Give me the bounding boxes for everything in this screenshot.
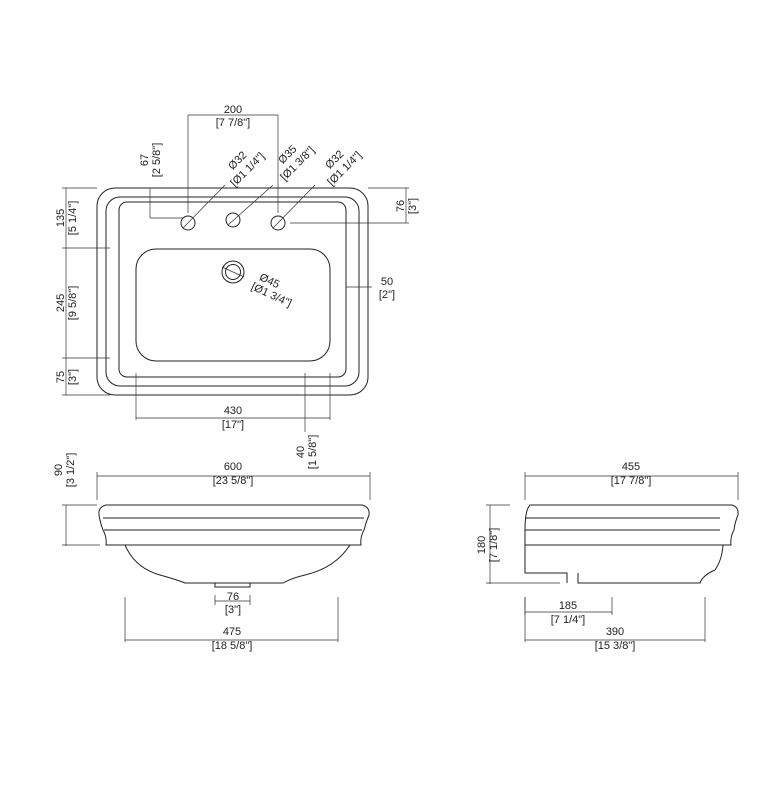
front-rim [98,504,370,546]
dim-hole-center: Ø35 [Ø1 3/8"] [276,143,317,183]
dim-front-bowl: 475 [18 5/8"] [124,597,339,652]
dim-bowl-width: 430 [17"] [135,373,331,431]
front-view: 600 [23 5/8"] 90 [3 1/2"] 76 [3"] 475 [1… [53,453,371,652]
dim-text: 200 [224,104,242,116]
dim-text: 245 [55,294,67,312]
dim-text: 75 [55,371,67,383]
dim-text: 67 [139,154,151,166]
dim-text: 76 [227,591,239,603]
dim-waste: 76 [3"] [214,591,251,616]
dim-text: [7 1/4"] [551,614,585,626]
dim-text: 600 [224,461,242,473]
hole-leaders [182,184,316,229]
dim-text: 185 [559,600,577,612]
dim-side-height: 180 [7 1/8"] [476,504,560,584]
dim-text: 40 [295,446,307,458]
front-bowl [124,544,351,584]
side-bowl [524,544,724,584]
dim-waste-offset: 185 [7 1/4"] [524,597,613,626]
dim-text: [2"] [379,289,395,301]
dim-text: [17 7/8"] [611,475,652,487]
dim-front-width: 600 [23 5/8"] [96,461,371,500]
dim-text: [2 5/8"] [151,143,163,177]
front-waste [214,582,251,588]
side-rim [524,504,739,546]
dim-text: 76 [395,200,407,212]
dim-text: 475 [223,626,241,638]
dim-text: 455 [622,461,640,473]
dim-text: [9 5/8"] [67,286,79,320]
dim-text: [15 3/8"] [595,640,636,652]
dim-text: [17"] [222,419,244,431]
dim-tap-spacing: 200 [7 7/8"] [187,104,279,213]
dim-rim-side: 50 [2"] [346,276,395,301]
front-grooves [103,517,364,531]
rim-line [105,196,360,387]
dim-text: [3"] [225,604,241,616]
dim-text: [1 5/8"] [307,435,319,469]
dim-text: [3 1/2"] [65,453,77,487]
top-view: 200 [7 7/8"] 67 [2 5/8"] Ø32 [Ø1 1/4"] Ø… [55,104,419,469]
side-grooves [525,517,720,531]
dim-hole-depth: 76 [3"] [290,187,419,224]
dim-side-bowl: 390 [15 3/8"] [524,597,706,652]
dim-text: [7 1/8"] [488,528,500,562]
dim-text: 90 [53,464,65,476]
dim-text: 135 [55,209,67,227]
dim-text: 430 [224,405,242,417]
basin-bowl [135,248,331,362]
side-view: 455 [17 7/8"] 180 [7 1/8"] 185 [7 1/4"] … [476,461,739,652]
dim-text: [7 7/8"] [216,117,250,129]
dim-text: [5 1/4"] [67,201,79,235]
dim-left-stack: 135 [5 1/4"] 245 [9 5/8"] 75 [3"] [55,187,110,396]
inner-rim [118,201,347,378]
dim-text: 50 [381,276,393,288]
dim-rim-height: 90 [3 1/2"] [53,453,100,546]
dim-text: 390 [606,626,624,638]
dim-text: [23 5/8"] [213,475,254,487]
dim-drain: Ø45 [Ø1 3/4"] [221,266,293,310]
tap-hole-center [225,212,241,228]
dim-tap-offset: 67 [2 5/8"] [139,143,183,219]
dim-hole-right: Ø32 [Ø1 1/4"] [323,148,364,188]
dim-text: [3"] [67,369,79,385]
tap-hole-right [270,215,286,231]
dim-text: 180 [476,536,488,554]
dim-hole-left: Ø32 [Ø1 1/4"] [226,149,267,189]
dim-side-depth: 455 [17 7/8"] [524,461,739,500]
dim-text: [3"] [407,198,419,214]
dim-front-lip: 40 [1 5/8"] [295,373,319,469]
dim-text: [18 5/8"] [212,640,253,652]
drain-inner [225,264,241,280]
outer-outline [96,187,369,396]
drain-outer [221,260,245,284]
tap-hole-left [180,215,196,231]
